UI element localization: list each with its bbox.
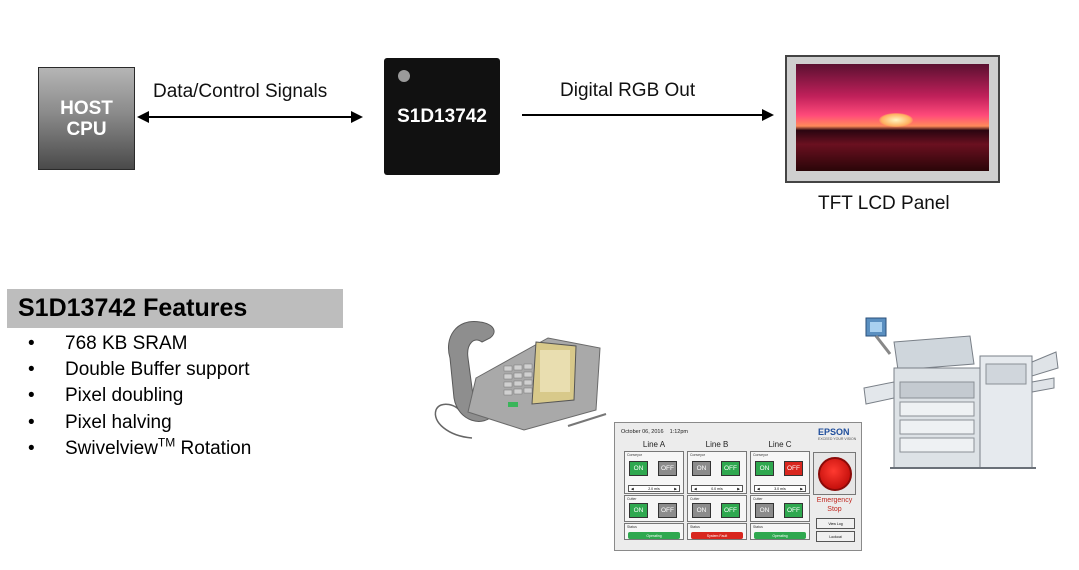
cutter-on-button[interactable]: ON (755, 503, 774, 518)
feature-item: Pixel halving (28, 410, 251, 436)
emergency-stop-label: Emergency Stop (816, 497, 853, 513)
line-a-status: Operating (628, 532, 680, 539)
chip-label: S1D13742 (397, 105, 487, 127)
output-arrow (522, 109, 774, 121)
copier-printer-image (863, 317, 1059, 469)
tft-lcd-panel-caption: TFT LCD Panel (818, 193, 950, 214)
conveyor-cell: Conveyor ON OFF ◀2.0 m/s▶ (624, 451, 684, 494)
status-cell: Status Operating (624, 523, 684, 540)
speed-control[interactable]: ◀3.0 m/s▶ (754, 485, 806, 492)
conveyor-off-button[interactable]: OFF (721, 461, 740, 476)
cutter-off-button[interactable]: OFF (721, 503, 740, 518)
panel-datetime: October 06, 2016 1:12pm (621, 429, 688, 435)
line-a-column: Line A Conveyor ON OFF ◀2.0 m/s▶ Cutter … (624, 440, 684, 540)
cutter-cell: Cutter ON OFF (624, 495, 684, 522)
epson-logo: EPSON (818, 427, 850, 437)
cutter-on-button[interactable]: ON (692, 503, 711, 518)
lockout-button[interactable]: Lockout (816, 531, 855, 542)
industrial-control-panel: October 06, 2016 1:12pm EPSON EXCEED YOU… (614, 422, 862, 551)
bidirectional-arrow (137, 111, 363, 123)
line-b-title: Line B (705, 440, 729, 449)
feature-item: Pixel doubling (28, 383, 251, 409)
emergency-stop-button-icon[interactable] (817, 456, 852, 491)
speed-control[interactable]: ◀0.0 m/s▶ (691, 485, 743, 492)
feature-item: Double Buffer support (28, 357, 251, 383)
host-cpu-label-line2: CPU (66, 118, 107, 140)
epson-tagline: EXCEED YOUR VISION (818, 437, 857, 441)
emergency-stop[interactable] (813, 452, 856, 495)
line-a-title: Line A (642, 440, 666, 449)
features-list: 768 KB SRAM Double Buffer support Pixel … (28, 331, 251, 462)
line-b-status: System Fault (691, 532, 743, 539)
status-cell: Status System Fault (687, 523, 747, 540)
conveyor-cell: Conveyor ON OFF ◀3.0 m/s▶ (750, 451, 810, 494)
feature-item: 768 KB SRAM (28, 331, 251, 357)
status-cell: Status Operating (750, 523, 810, 540)
data-control-signals-label: Data/Control Signals (153, 81, 328, 102)
digital-rgb-out-label: Digital RGB Out (560, 80, 696, 101)
feature-item-swivelview: SwivelviewTM Rotation (28, 436, 251, 462)
view-log-button[interactable]: View Log (816, 518, 855, 529)
speed-control[interactable]: ◀2.0 m/s▶ (628, 485, 680, 492)
conveyor-off-button[interactable]: OFF (658, 461, 677, 476)
cutter-off-button[interactable]: OFF (784, 503, 803, 518)
host-cpu-label-line1: HOST (60, 97, 113, 119)
line-c-status: Operating (754, 532, 806, 539)
cutter-on-button[interactable]: ON (629, 503, 648, 518)
conveyor-off-button[interactable]: OFF (784, 461, 803, 476)
conveyor-on-button[interactable]: ON (755, 461, 774, 476)
line-c-title: Line C (768, 440, 792, 449)
cutter-cell: Cutter ON OFF (687, 495, 747, 522)
sunset-screen-image (796, 64, 989, 171)
host-cpu-block: HOST CPU (38, 67, 135, 170)
cutter-cell: Cutter ON OFF (750, 495, 810, 522)
tft-lcd-panel-image (785, 55, 1000, 183)
s1d13742-chip: S1D13742 (384, 58, 500, 175)
ip-phone-image (434, 321, 607, 439)
line-b-column: Line B Conveyor ON OFF ◀0.0 m/s▶ Cutter … (687, 440, 747, 540)
conveyor-on-button[interactable]: ON (692, 461, 711, 476)
cutter-off-button[interactable]: OFF (658, 503, 677, 518)
pin1-marker-icon (398, 70, 410, 82)
conveyor-on-button[interactable]: ON (629, 461, 648, 476)
features-heading: S1D13742 Features (7, 289, 343, 328)
conveyor-cell: Conveyor ON OFF ◀0.0 m/s▶ (687, 451, 747, 494)
sun-glow (879, 112, 914, 127)
line-c-column: Line C Conveyor ON OFF ◀3.0 m/s▶ Cutter … (750, 440, 810, 540)
